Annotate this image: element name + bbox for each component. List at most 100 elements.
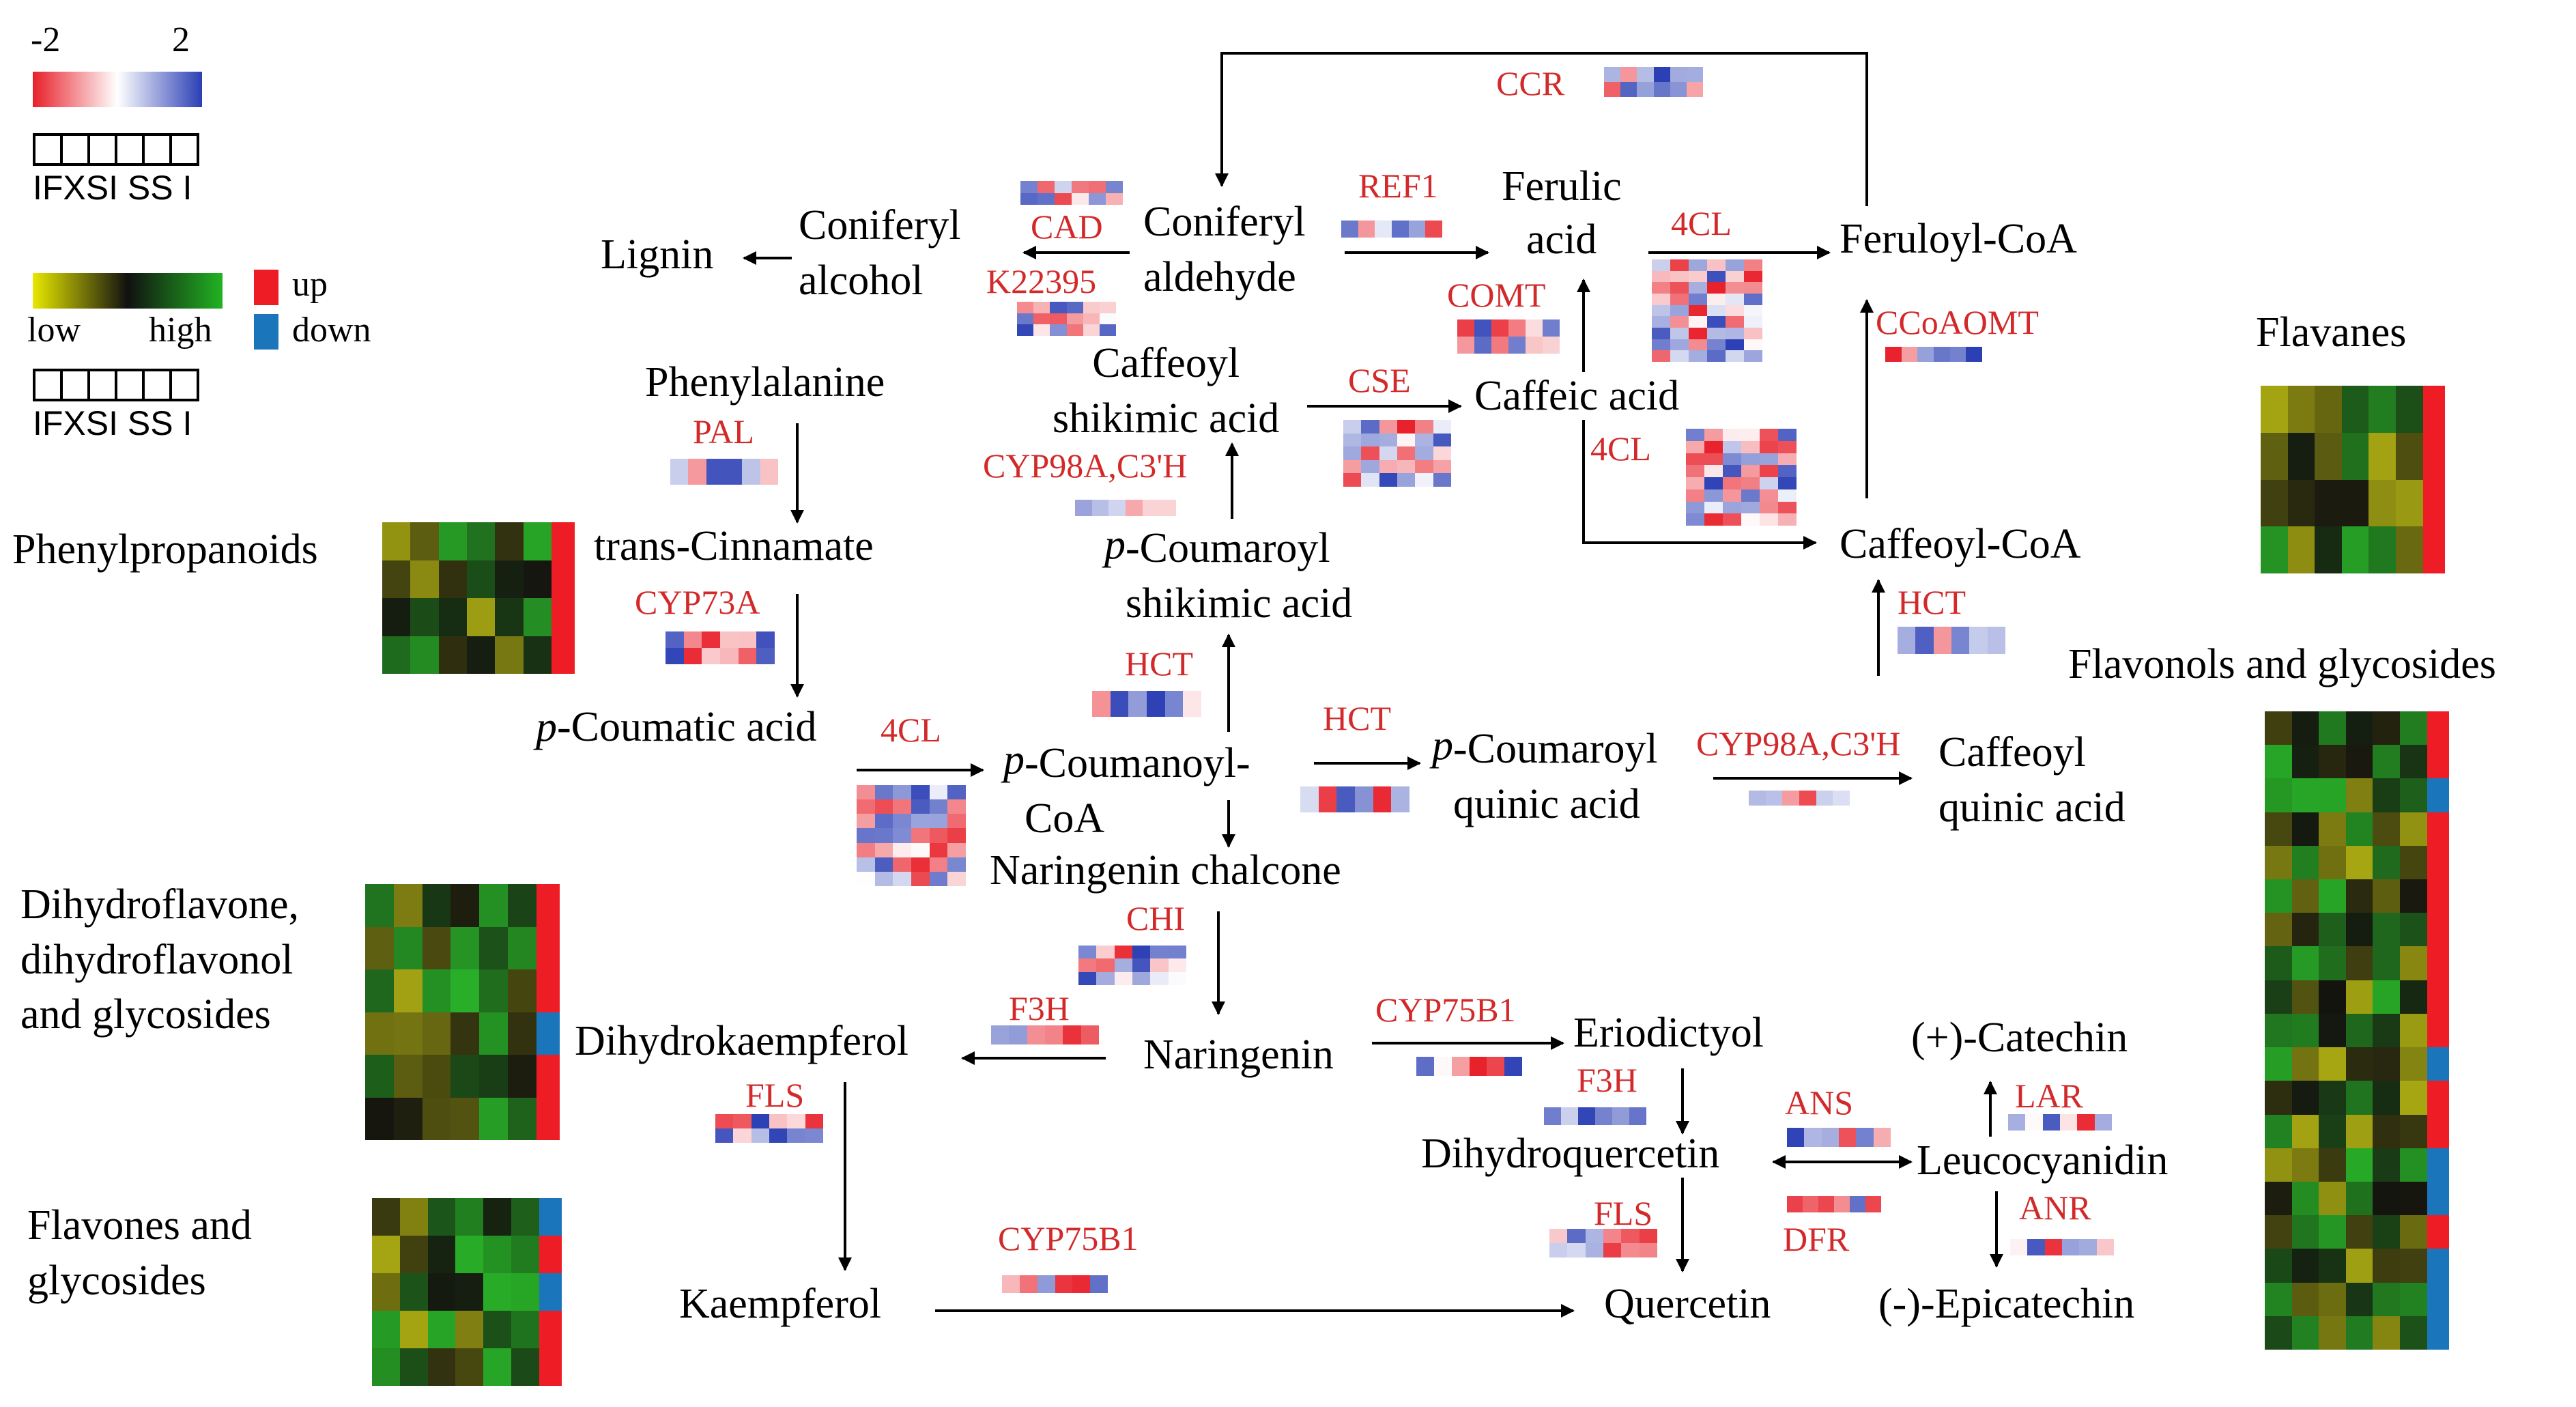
regulation-up-cell — [539, 1348, 562, 1386]
heatmap-cell — [2373, 980, 2401, 1014]
heatmap-cell — [1183, 691, 1201, 717]
regulation-down-cell — [536, 1012, 560, 1055]
heatmap-cell — [1865, 1196, 1881, 1212]
heatmap-cell — [483, 1273, 512, 1311]
heatmap-cell — [947, 799, 966, 815]
heatmap-cell — [1637, 67, 1655, 82]
regulation-up-cell — [536, 1097, 560, 1140]
heatmap-cell — [1072, 1275, 1091, 1293]
heatmap-cell — [1969, 627, 1988, 654]
heatmap-cell — [2345, 845, 2373, 880]
heatmap-cell — [2373, 778, 2401, 813]
heatmap-cell — [2369, 432, 2396, 480]
heatmap-cell — [1778, 489, 1797, 502]
heatmap-cell — [2291, 1249, 2319, 1283]
heatmap-cell — [1128, 691, 1147, 717]
heatmap-cell — [893, 871, 912, 886]
heatmap-cell — [947, 871, 966, 886]
heatmap-cell — [1670, 294, 1689, 305]
heatmap-cell — [1704, 489, 1723, 502]
heatmap-dihydroflavone — [365, 884, 560, 1140]
heatmap-cell — [2345, 1215, 2373, 1250]
heatmap-cell — [2291, 1282, 2319, 1317]
heatmap-cell — [422, 884, 451, 927]
heatmap-cell — [1686, 440, 1704, 453]
heatmap-cell — [2396, 479, 2423, 527]
heatmap-cell — [2265, 812, 2292, 847]
heatmap-cell — [2345, 946, 2373, 981]
heatmap-cell — [1704, 465, 1723, 478]
heatmap-cell — [1055, 181, 1072, 193]
heatmap-cell — [702, 631, 721, 648]
heatmap-cell — [2319, 1249, 2347, 1283]
heatmap-cell — [1741, 465, 1760, 478]
heatmap-cell — [893, 814, 912, 829]
heatmap-cell — [1620, 82, 1638, 97]
enzyme-fls-right: FLS — [1594, 1194, 1653, 1232]
heatmap-cell — [1856, 1128, 1874, 1147]
heatmap-cell — [1704, 513, 1723, 526]
heatmap-cell — [2319, 745, 2347, 780]
heatmap-cell — [1433, 459, 1451, 474]
heatmap-cell — [1361, 420, 1380, 434]
heatmap-cell — [1397, 433, 1416, 447]
heatmap-cell — [2291, 913, 2319, 948]
heatmap-cell — [2319, 812, 2347, 847]
heatmap-cell — [2369, 526, 2396, 573]
heatmap-cell — [1670, 304, 1689, 317]
heatmap-anr — [2010, 1239, 2114, 1255]
heatmap-cell — [1072, 193, 1089, 205]
heatmap-cell — [479, 969, 509, 1012]
heatmap-cell — [1744, 282, 1762, 294]
heatmap-cell — [1075, 500, 1092, 516]
heatmap-cell — [1726, 328, 1744, 339]
heatmap-cell — [511, 1311, 539, 1348]
compound-naringenin-chalcone: Naringenin chalcone — [990, 847, 1341, 894]
heatmap-cell — [1392, 221, 1409, 238]
heatmap-cell — [1726, 316, 1744, 328]
heatmap-cell — [1491, 337, 1508, 354]
heatmap-cell — [805, 1114, 823, 1128]
heatmap-cell — [393, 1097, 423, 1140]
heatmap-cell — [2400, 913, 2427, 948]
heatmap-cell — [733, 1128, 752, 1143]
heatmap-cell — [760, 459, 778, 485]
regulation-up-cell — [539, 1236, 562, 1273]
heatmap-cell — [1543, 337, 1560, 354]
heatmap-cell — [1723, 477, 1741, 489]
heatmap-cell — [1603, 1243, 1622, 1257]
compound-naringenin: Naringenin — [1143, 1032, 1334, 1078]
arrow-4cl-caffeic — [1582, 420, 1817, 550]
heatmap-cell — [1150, 946, 1169, 959]
compound-p-coumaroyl-shikimic-acid: p-Coumaroyl shikimic acid — [1104, 522, 1353, 627]
heatmap-cell — [450, 969, 480, 1012]
enzyme-cyp98a-quinic: CYP98A,C3'H — [1696, 724, 1901, 763]
sample-boxes-bottom — [33, 369, 199, 401]
heatmap-cell — [2265, 1215, 2292, 1250]
heatmap-cell — [929, 857, 948, 872]
heatmap-cell — [393, 969, 423, 1012]
heatmap-cell — [666, 631, 684, 648]
heatmap-cell — [2044, 1239, 2063, 1255]
heatmap-cyp98a-shikimic — [1075, 500, 1176, 516]
heatmap-cell — [1726, 259, 1744, 271]
compound-caffeoyl-coa: Caffeoyl-CoA — [1840, 521, 2081, 567]
heatmap-cell — [1379, 446, 1398, 461]
heatmap-cell — [365, 1097, 394, 1140]
enzyme-cad: CAD — [1031, 208, 1103, 246]
heatmap-cell — [2291, 812, 2319, 847]
heatmap-cell — [1072, 181, 1089, 193]
compound-quercetin: Quercetin — [1604, 1281, 1771, 1327]
heatmap-cell — [1425, 221, 1442, 238]
heatmap-cell — [427, 1311, 456, 1348]
heatmap-cell — [1951, 627, 1970, 654]
heatmap-cell — [1670, 67, 1687, 82]
heatmap-cell — [874, 871, 893, 886]
compound-eriodictyol: Eriodictyol — [1573, 1010, 1764, 1056]
heatmap-pal — [670, 459, 778, 485]
heatmap-cell — [2400, 711, 2427, 745]
heatmap-cell — [720, 631, 739, 648]
heatmap-cell — [1397, 446, 1416, 461]
heatmap-cell — [1726, 294, 1744, 305]
fold-min-label: -2 — [31, 20, 61, 59]
